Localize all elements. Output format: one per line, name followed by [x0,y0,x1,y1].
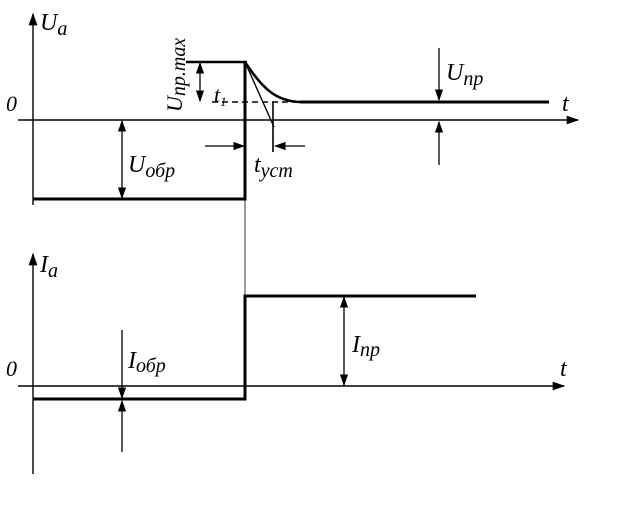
voltage-axis-label: Ua [40,10,67,40]
t-set-label: tуст [254,152,293,182]
current-waveform [33,294,476,401]
current-time-label: t [560,356,568,382]
voltage-tangent-line [244,61,275,128]
u-forward-label: Uпр [446,60,483,90]
current-origin-label: 0 [6,356,17,381]
voltage-time-label: t [562,91,570,117]
voltage-origin-label: 0 [6,91,17,116]
i-forward-label: Iпр [351,332,380,361]
voltage-graph: Ua 0 t Uпр.max t1 tуст Uобр Uпр [6,10,580,205]
t1-label: t1 [214,82,227,109]
current-graph: Ia 0 t Iобр Iпр [6,252,568,474]
current-axis-label: Ia [39,252,58,282]
u-reverse-label: Uобр [128,152,175,182]
u-max-label: Uпр.max [162,38,190,112]
i-reverse-label: Iобр [127,348,166,377]
